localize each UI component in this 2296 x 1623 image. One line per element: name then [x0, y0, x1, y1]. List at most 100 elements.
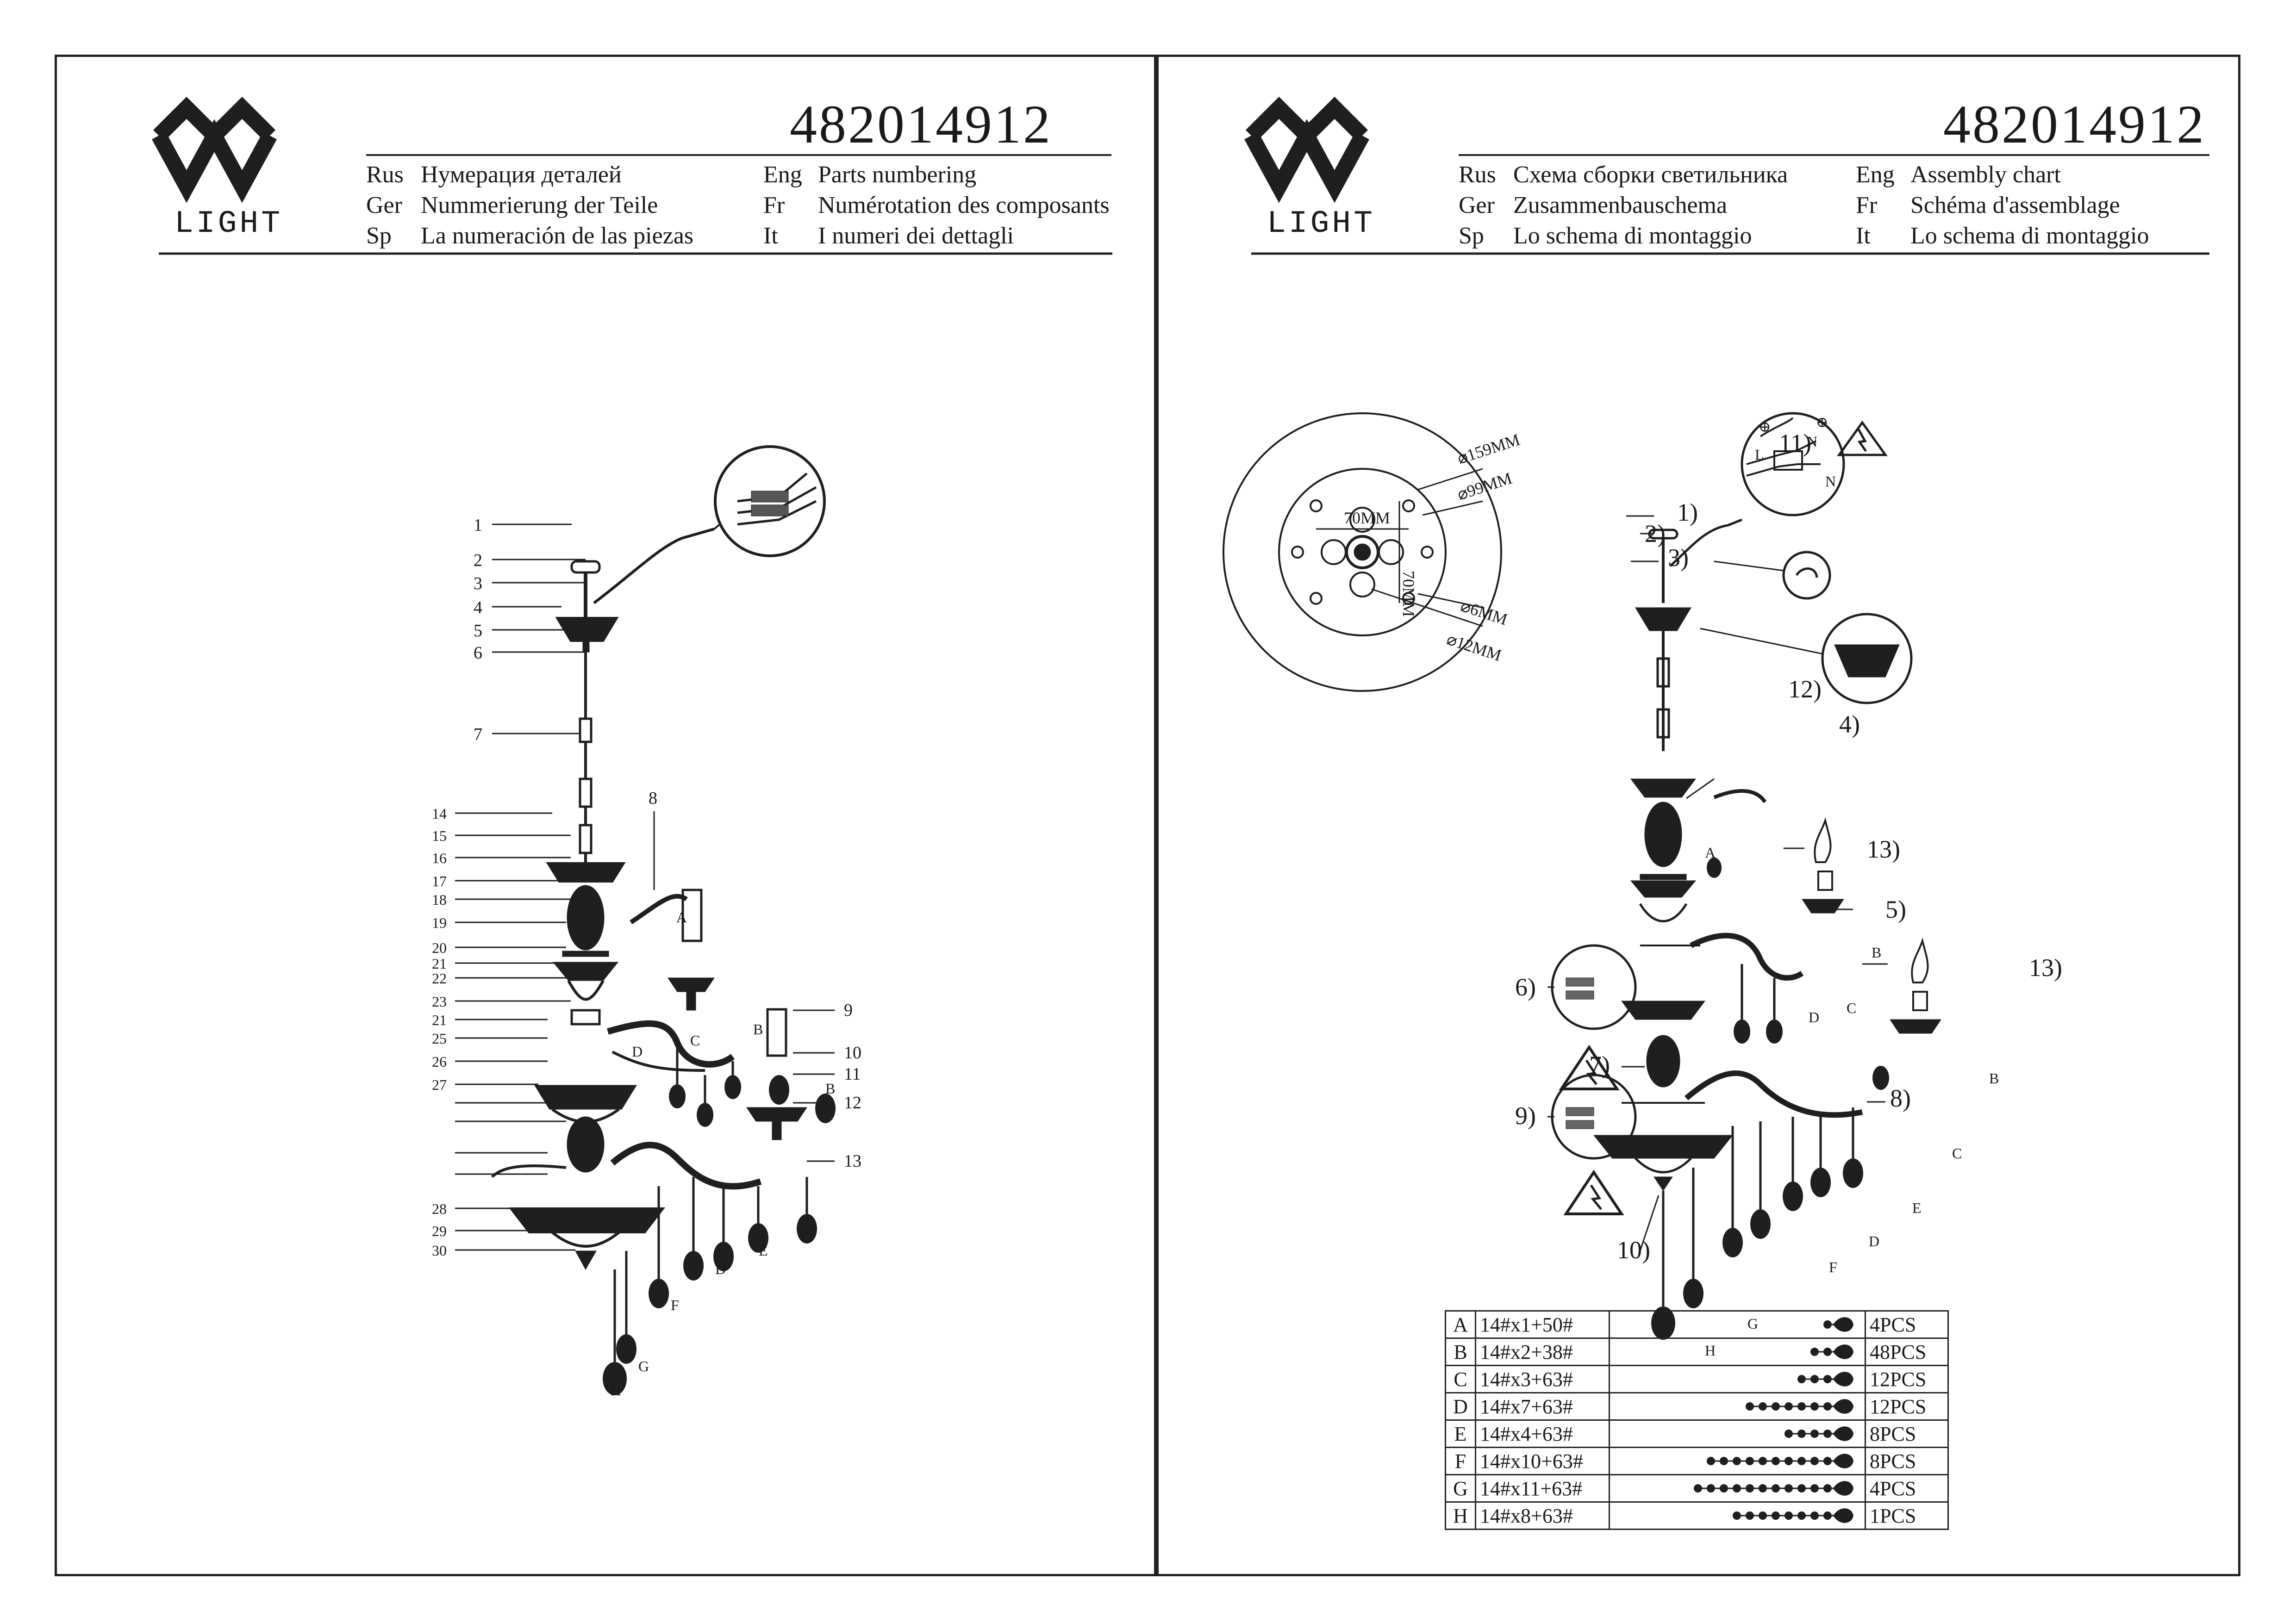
bead-code-cell: 14#x3+63# [1475, 1365, 1610, 1393]
step-label: 7) [1589, 1051, 1610, 1079]
bead-strand-illustration [1609, 1501, 1866, 1530]
wire-label: ⊕ [1816, 414, 1828, 430]
bead [1810, 1511, 1819, 1520]
lang-title: La numeración de las piezas [421, 223, 694, 249]
bead-strand-icon [1694, 1481, 1853, 1496]
strand-letter-cell: A [1445, 1310, 1476, 1339]
part-number: 14 [432, 805, 447, 822]
bead [1707, 1484, 1715, 1492]
dimension-label: ⌀6MM [1459, 597, 1510, 629]
bead [1784, 1484, 1793, 1492]
strand-letter-cell: H [1445, 1501, 1476, 1530]
bead-code-cell: 14#x11+63# [1475, 1474, 1610, 1503]
part-number: 13 [844, 1151, 861, 1171]
lang-code: Sp [1459, 223, 1484, 249]
lang-title: Zusammenbauschema [1513, 192, 1728, 218]
part-number: 1 [474, 516, 482, 535]
wire-label: ⊕ [1759, 418, 1771, 435]
part-number: 29 [432, 1223, 447, 1239]
step-label: 5) [1885, 895, 1906, 923]
strand-letter: H [611, 1382, 621, 1399]
part-number: 22 [432, 970, 447, 987]
part-leader-lines [455, 523, 835, 1251]
bead [1823, 1484, 1832, 1492]
lang-code: Rus [1459, 162, 1496, 188]
bead [1746, 1402, 1754, 1411]
bead-strand-icon [1810, 1344, 1853, 1359]
part-number: 28 [432, 1200, 447, 1217]
part-number: 21 [432, 1012, 447, 1028]
strand-letter: A [676, 909, 687, 926]
bead [1772, 1511, 1780, 1520]
bead [1772, 1457, 1780, 1465]
part-number: 27 [432, 1076, 447, 1093]
bead [1746, 1457, 1754, 1465]
step-label: 3) [1668, 544, 1689, 572]
crystal-drop [1833, 1426, 1853, 1441]
strand-letter: A [1705, 844, 1716, 861]
step-label: 4) [1839, 710, 1860, 738]
step-label: 13) [1867, 835, 1900, 863]
dimension-label: 70MM [1344, 509, 1390, 527]
title-translations: Rus Нумерация деталей Eng Parts numberin… [366, 160, 1160, 251]
lang-code: Fr [1856, 192, 1878, 218]
bead [1772, 1402, 1780, 1411]
quantity-cell: 8PCS [1865, 1419, 1949, 1448]
bead-code-cell: 14#x2+38# [1475, 1337, 1610, 1366]
lang-code: Ger [366, 192, 402, 218]
part-number: 30 [432, 1242, 447, 1259]
part-number: 2 [474, 551, 482, 570]
lang-title: Schéma d'assemblage [1910, 192, 2120, 218]
quantity-cell: 4PCS [1865, 1310, 1949, 1339]
strand-letter-labels: A B C D B C D E F G H [611, 909, 835, 1399]
lang-code: It [763, 223, 778, 249]
bead [1810, 1402, 1819, 1411]
bead-strand-illustration [1609, 1365, 1866, 1393]
part-number: 15 [432, 827, 447, 844]
bead-strand-icon [1707, 1454, 1853, 1468]
part-number: 6 [474, 643, 482, 663]
bead [1797, 1430, 1806, 1438]
title-translations: Rus Схема сборки светильника Eng Assembl… [1459, 160, 2253, 251]
strand-letter: E [1912, 1200, 1922, 1216]
part-number: 23 [432, 993, 447, 1010]
part-number: 3 [474, 574, 482, 593]
strand-letter: F [671, 1297, 679, 1313]
bead [1784, 1457, 1793, 1465]
wire-label: N [1825, 473, 1836, 490]
step-label: 12) [1788, 675, 1822, 703]
lang-title: Parts numbering [818, 162, 977, 188]
crystal-drop [1833, 1399, 1853, 1414]
strand-letter: B [1989, 1070, 1999, 1087]
bead [1823, 1457, 1832, 1465]
bead [1759, 1484, 1767, 1492]
dimension-label: 70MM [1399, 571, 1418, 617]
title-row: Sp Lo schema di montaggio It Lo schema d… [1459, 221, 2253, 251]
lang-title: Numérotation des composants [818, 192, 1110, 218]
wire-label: N [1807, 433, 1817, 450]
bead-strand-icon [1797, 1372, 1853, 1387]
bead [1823, 1348, 1832, 1356]
part-number: 16 [432, 850, 447, 866]
lang-title: Assembly chart [1910, 162, 2061, 188]
lang-code: Ger [1459, 192, 1495, 218]
header-divider [366, 154, 1111, 156]
part-number: 7 [474, 725, 482, 744]
assembly-step-labels: 1) 2) 3) 4) 5) 6) 7) 8) 9) 10) 11) 12) 1… [1515, 429, 2062, 1264]
logo-wordmark: LIGHT [1267, 206, 1376, 242]
assembly-drawing [1547, 412, 1941, 1251]
chandelier-exploded-drawing [491, 445, 826, 1270]
bead-strand-illustration [1609, 1447, 1866, 1475]
title-row: Sp La numeración de las piezas It I nume… [366, 221, 1160, 251]
lang-code: Rus [366, 162, 404, 188]
bead-strand-illustration [1609, 1392, 1866, 1421]
dimension-label: ⌀99MM [1455, 469, 1514, 504]
bead-code-cell: 14#x4+63# [1475, 1419, 1610, 1448]
bead [1823, 1511, 1832, 1520]
strand-letter: C [690, 1032, 700, 1049]
bead [1733, 1484, 1741, 1492]
